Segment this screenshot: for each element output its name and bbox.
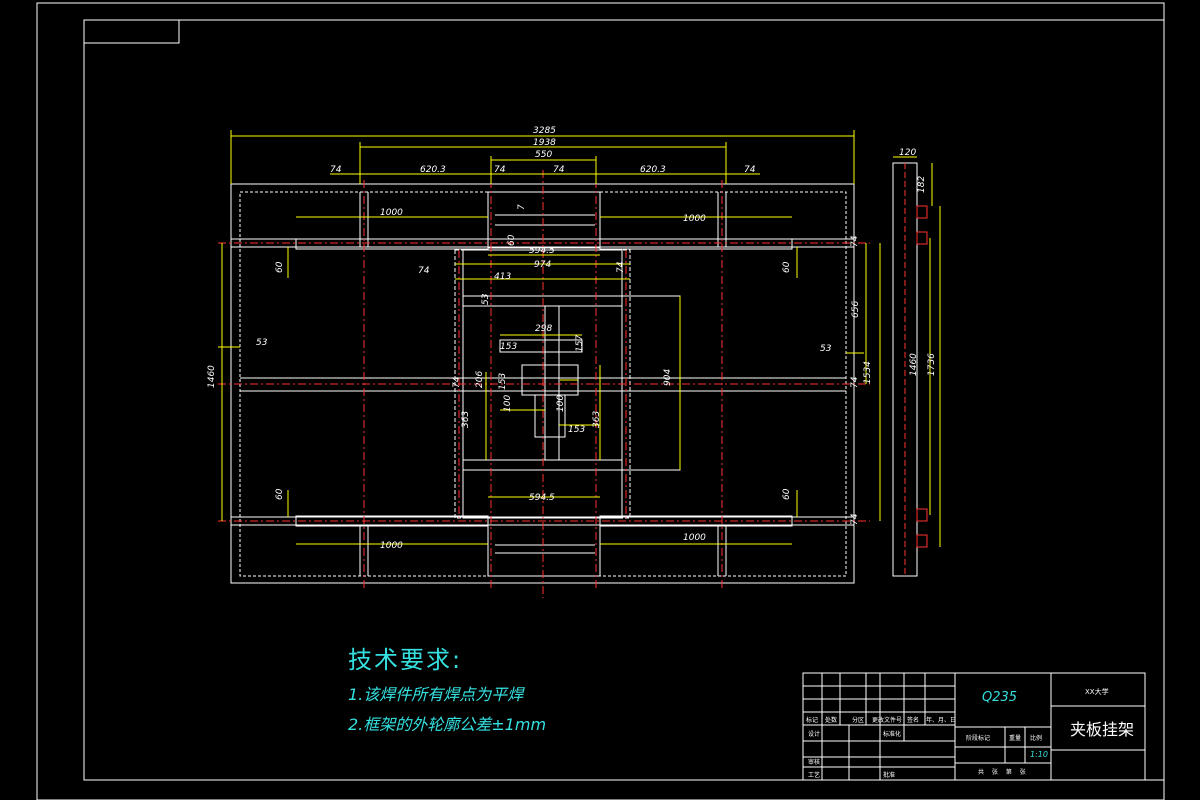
- dim-r74b: 74: [850, 513, 860, 525]
- dim-c100a: 100: [503, 395, 513, 412]
- dim-mid-right: 74: [553, 165, 565, 175]
- dim-right-span: 620.3: [640, 165, 666, 175]
- dim-h1460: 1460: [207, 365, 217, 388]
- dim-r1534: 1534: [863, 361, 873, 384]
- dim-beam-right: 1000: [683, 214, 706, 224]
- dim-left-span: 620.3: [420, 165, 446, 175]
- tb-col-date: 年、月、日: [926, 717, 957, 724]
- dim-bottom-594: 594.5: [529, 493, 555, 503]
- tb-approve: 批准: [883, 772, 896, 779]
- dim-c153c: 153: [568, 425, 585, 435]
- dimension-text: 3285 1938 550 74 620.3 74 74 620.3 74 10…: [207, 126, 873, 551]
- dim-c363l: 363: [461, 411, 471, 428]
- tb-weight: 重量: [1009, 735, 1022, 742]
- dim-c904: 904: [663, 369, 673, 386]
- dim-c74l: 74: [452, 376, 462, 388]
- code-box: [83, 19, 180, 44]
- dim-left60-bot: 60: [275, 488, 285, 500]
- dim-beam-left-bottom: 1000: [380, 541, 403, 551]
- school-label: XX大学: [1085, 688, 1109, 696]
- tb-standard: 标准化: [883, 731, 902, 738]
- dim-left60-top: 60: [275, 261, 285, 273]
- tb-sheet: 共 张 第 张: [978, 769, 1026, 776]
- dim-overall-width: 3285: [533, 126, 556, 136]
- inner-border: [83, 19, 1165, 781]
- dim-c153a: 153: [500, 342, 517, 352]
- tb-col-sign: 签名: [907, 717, 920, 724]
- dim-c153b: 153: [498, 373, 508, 390]
- dim-beam-right-bottom: 1000: [683, 533, 706, 543]
- dim-53: 53: [481, 293, 491, 305]
- dim-beam-left: 1000: [380, 208, 403, 218]
- center-sub-frame: [462, 295, 681, 471]
- scale-label: 1:10: [1030, 750, 1048, 759]
- dim-side1460: 1460: [909, 353, 919, 376]
- dim-center-width: 550: [535, 150, 552, 160]
- dim-c100b: 100: [556, 395, 566, 412]
- tb-col-zone: 分区: [852, 717, 865, 724]
- dim-top-594: 594.5: [529, 246, 555, 256]
- dim-c298: 298: [535, 324, 552, 334]
- dimension-lines: [218, 130, 881, 545]
- notes-line-2: 2.框架的外轮廓公差±1mm: [348, 715, 547, 734]
- dim-r74a: 74: [850, 235, 860, 247]
- dim-left53: 53: [256, 338, 268, 348]
- dim-74b: 74: [616, 261, 626, 273]
- tb-stage-mark: 阶段标记: [966, 735, 991, 742]
- dim-right60-bot: 60: [782, 488, 792, 500]
- top-center-box: [487, 191, 601, 249]
- dim-small-seven: 7: [517, 204, 527, 210]
- notes-line-1: 1.该焊件所有焊点为平焊: [348, 685, 524, 704]
- tb-review: 审核: [808, 759, 821, 766]
- centerlines: [218, 170, 870, 598]
- dim-side120: 120: [899, 148, 916, 158]
- dim-right53: 53: [820, 344, 832, 354]
- part-name-label: 夹板挂架: [1070, 720, 1135, 739]
- dim-left-gap: 74: [330, 165, 342, 175]
- tb-col-mark: 标记: [806, 717, 819, 724]
- dim-inner-width: 1938: [533, 138, 556, 148]
- dim-c363r: 363: [592, 411, 602, 428]
- dim-c74r: 74: [850, 376, 860, 388]
- dim-small-sixty: 60: [507, 234, 517, 246]
- dim-right60-top: 60: [782, 261, 792, 273]
- dim-r656: 656: [851, 301, 861, 318]
- notes-heading: 技术要求:: [348, 646, 463, 674]
- dim-74a: 74: [418, 266, 430, 276]
- tb-col-count: 处数: [825, 717, 838, 724]
- dim-side1736: 1736: [927, 353, 937, 376]
- dim-side182: 182: [917, 176, 927, 193]
- technical-notes: 技术要求: 1.该焊件所有焊点为平焊 2.框架的外轮廓公差±1mm: [348, 640, 546, 735]
- dim-c157: 157: [575, 335, 585, 352]
- dim-974: 974: [534, 260, 551, 270]
- tb-col-change: 更改文件号: [872, 717, 903, 724]
- bottom-center-box: [487, 517, 601, 577]
- dim-c206: 206: [475, 371, 485, 388]
- dim-right-gap: 74: [744, 165, 756, 175]
- material-label: Q235: [982, 690, 1018, 705]
- dim-413: 413: [494, 272, 511, 282]
- title-block: [802, 672, 1146, 781]
- dim-mid-left: 74: [494, 165, 506, 175]
- side-view-dims: 120 182 1460 1736: [899, 148, 937, 376]
- side-view: [892, 156, 941, 577]
- tb-process: 工艺: [808, 772, 821, 779]
- tb-design: 设计: [808, 731, 821, 738]
- tb-ratio: 比例: [1030, 735, 1043, 742]
